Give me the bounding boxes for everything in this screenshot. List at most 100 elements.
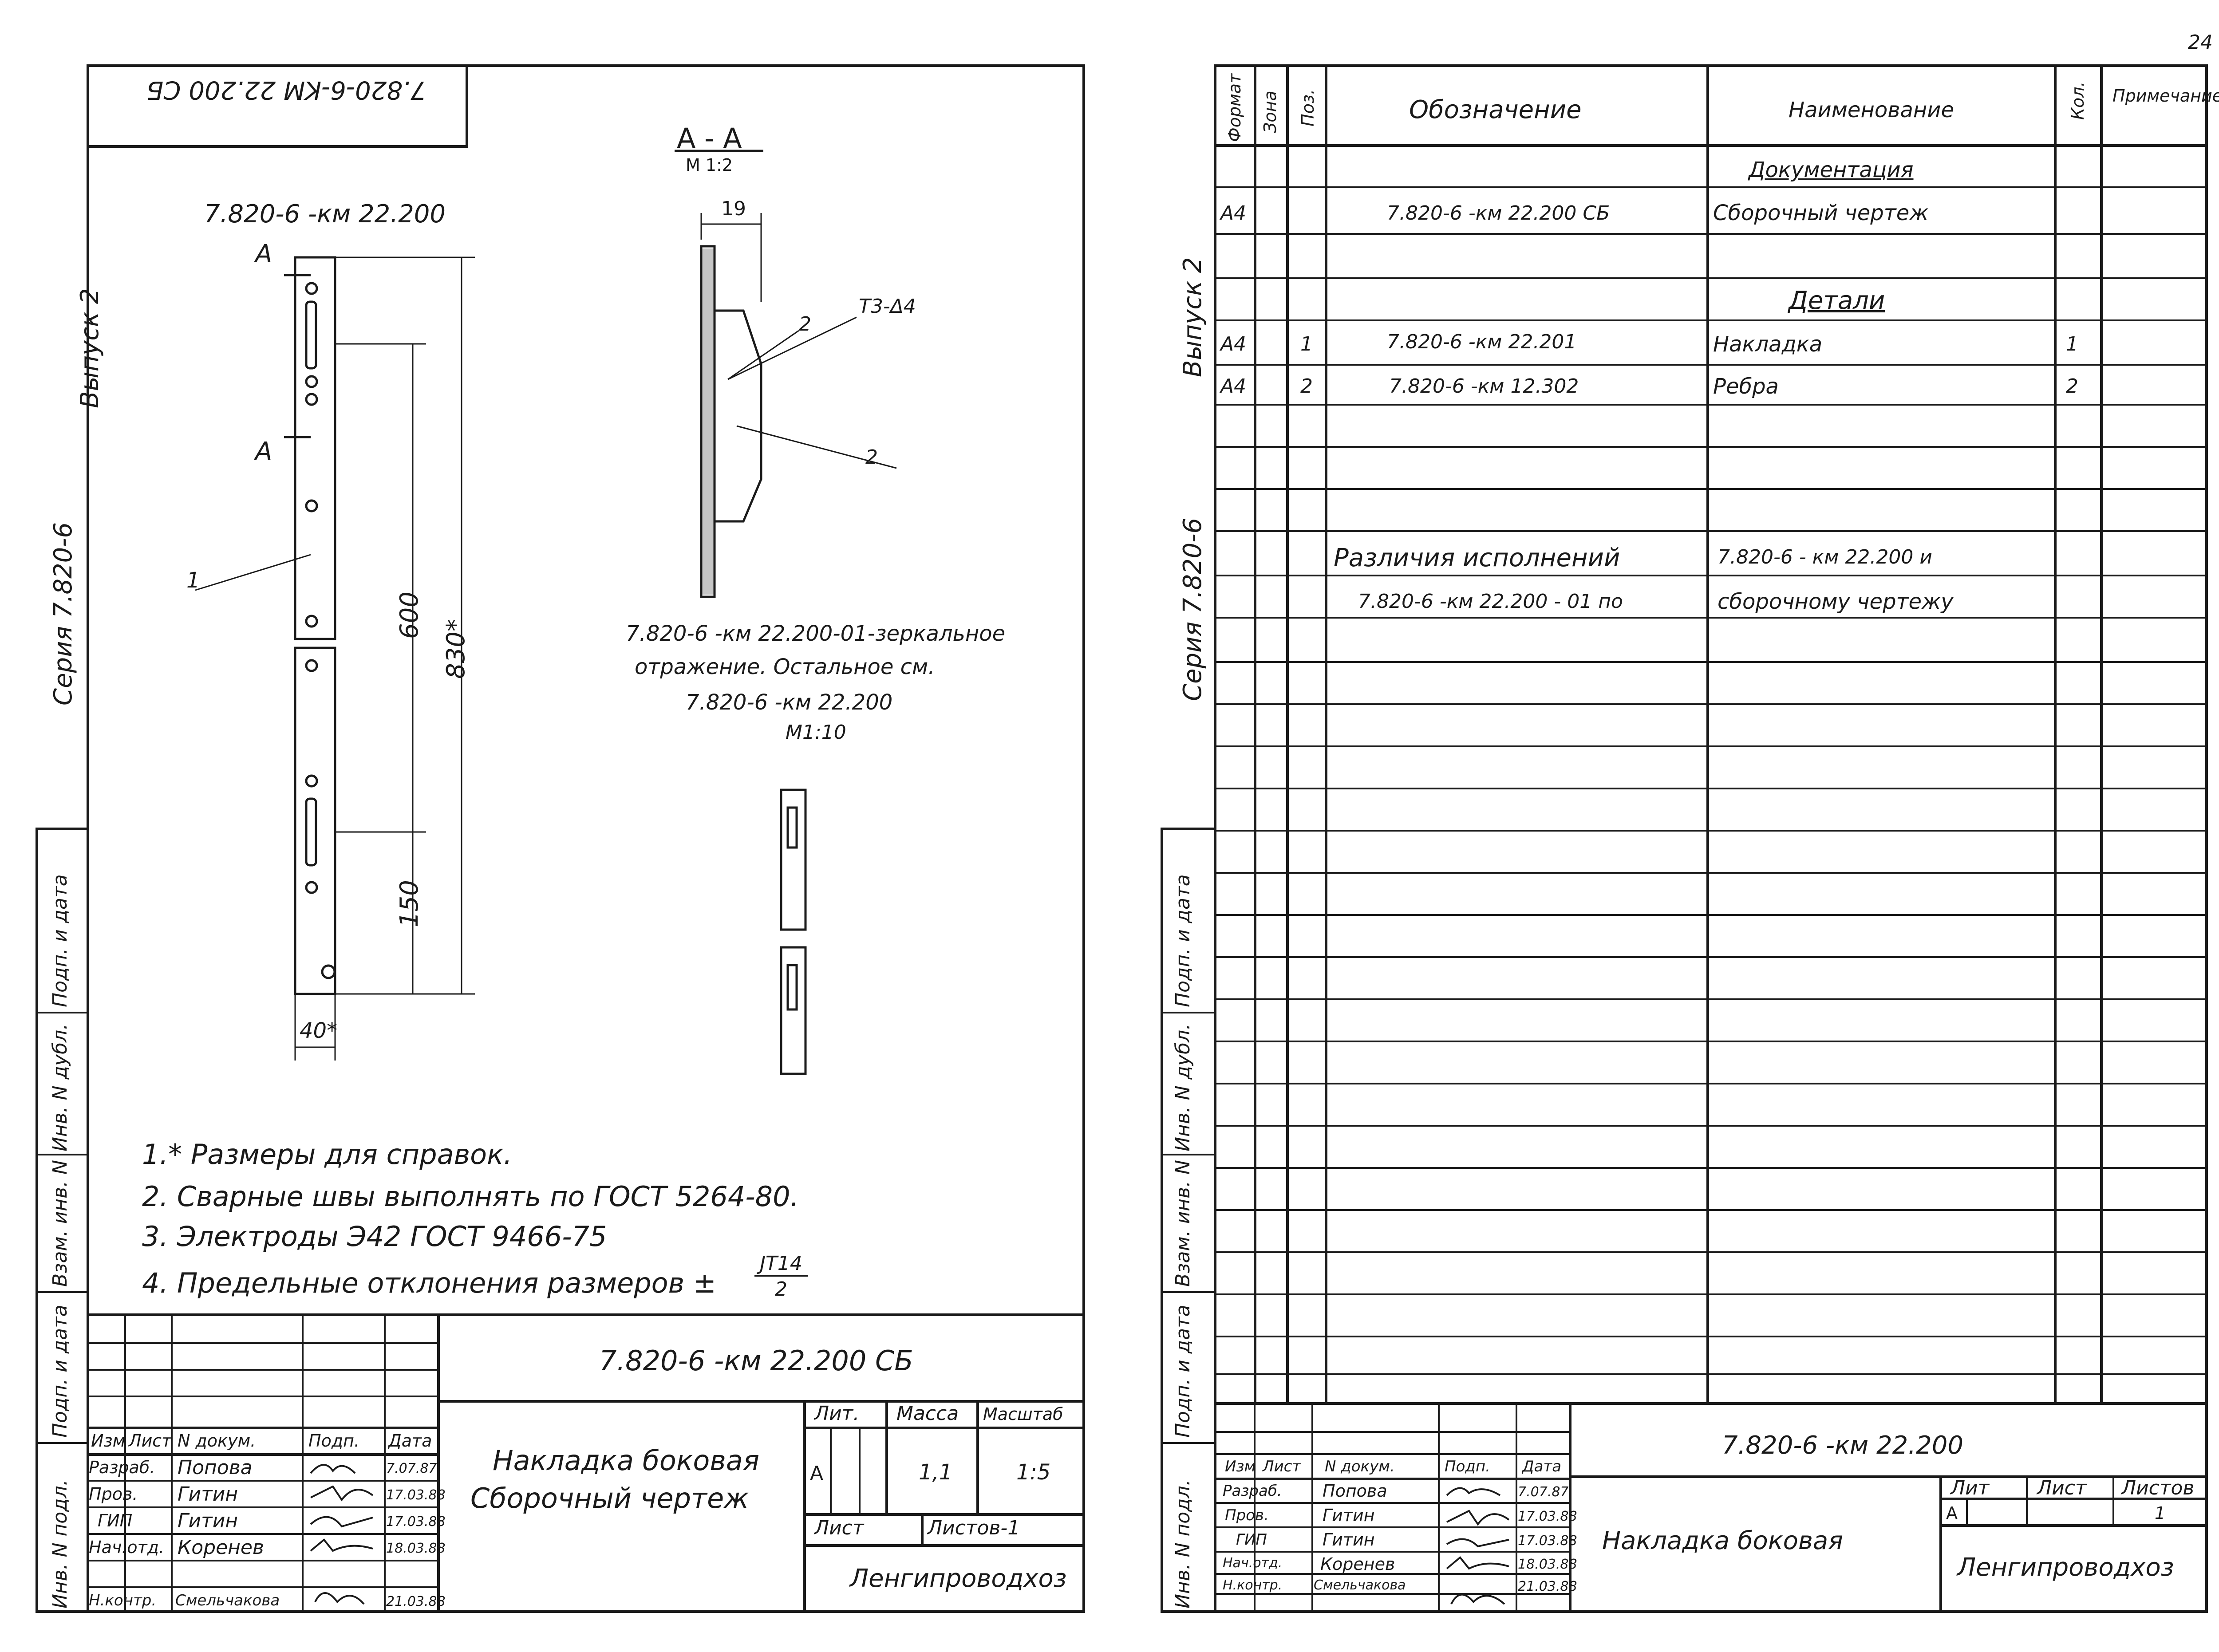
divider — [1214, 364, 2208, 366]
divider — [1214, 703, 2208, 705]
divider — [1569, 1402, 1571, 1613]
signatures — [310, 1464, 374, 1605]
cut-mark-a-bottom: А — [255, 437, 272, 466]
row-qty: 2 — [2066, 375, 2078, 398]
header-designation: Обозначение — [1409, 95, 1582, 124]
tb-role: ГИП — [98, 1511, 133, 1530]
divider — [1214, 1209, 2208, 1211]
header-note: Примечание — [2112, 86, 2219, 106]
divider — [1216, 1526, 1569, 1528]
rtb-role: Н.контр. — [1223, 1577, 1283, 1593]
rtb-header-izm: Изм — [1225, 1458, 1256, 1475]
rtb-date: 17.03.88 — [1518, 1533, 1577, 1549]
tb-role: Пров. — [89, 1484, 138, 1504]
tb-lit: А — [810, 1462, 824, 1485]
divider — [1214, 530, 2208, 532]
header-format: Формат — [1225, 73, 1244, 142]
divider — [1286, 64, 1289, 1404]
note-2: 2. Сварные швы выполнять по ГОСТ 5264-80… — [142, 1180, 799, 1213]
right-issue-label: Выпуск 2 — [1178, 257, 1207, 377]
page-number: 24 — [2188, 31, 2213, 54]
row-name: Сборочный чертеж — [1713, 201, 1929, 225]
small-slot — [786, 806, 798, 849]
diff-left-2: 7.820-6 -км 22.200 - 01 по — [1358, 590, 1623, 613]
hole — [305, 393, 318, 406]
divider — [87, 1560, 437, 1561]
divider — [1216, 1478, 1569, 1480]
rtb-date: 21.03.88 — [1518, 1579, 1577, 1594]
header-qty: Кол. — [2068, 81, 2088, 120]
divider — [921, 1513, 924, 1544]
divider — [1569, 1475, 2208, 1478]
tb-date: 17.03.88 — [386, 1514, 446, 1530]
right-sheet-frame — [1214, 64, 2208, 1613]
divider — [1254, 1402, 1256, 1613]
divider — [1516, 1402, 1517, 1613]
rtb-header-date: Дата — [1522, 1458, 1562, 1475]
rtb-date: 17.03.88 — [1518, 1509, 1577, 1524]
divider — [1216, 1502, 1569, 1504]
divider — [87, 1586, 437, 1588]
divider — [1214, 1336, 2208, 1337]
divider — [87, 1533, 437, 1535]
divider — [1438, 1402, 1440, 1613]
rtb-name: Коренев — [1320, 1554, 1395, 1574]
rtb-header-sign: Подп. — [1445, 1458, 1490, 1475]
dim-830: 830* — [442, 619, 470, 679]
divider — [976, 1400, 979, 1513]
divider — [1325, 64, 1327, 1404]
tb-org: Ленгипроводхоз — [850, 1564, 1067, 1593]
small-view-lower — [780, 946, 807, 1075]
mirror-note-4: М1:10 — [786, 721, 846, 744]
divider — [1214, 186, 2208, 188]
divider — [1214, 1293, 2208, 1295]
header-zone: Зона — [1260, 91, 1280, 133]
stamp-box — [87, 64, 468, 148]
divider — [1214, 788, 2208, 789]
divider — [2100, 64, 2103, 1404]
divider — [87, 1427, 437, 1429]
divider — [1161, 1291, 1216, 1293]
rtb-name: Гитин — [1323, 1530, 1375, 1549]
small-view-upper — [780, 789, 807, 931]
tb-role: Разраб. — [89, 1458, 155, 1477]
row-format: А4 — [1220, 375, 1247, 398]
divider — [803, 1400, 806, 1613]
divider — [384, 1313, 386, 1613]
section-plate — [700, 245, 716, 598]
right-side-cell-5: Подп. и дата — [1172, 874, 1194, 1007]
rtb-name: Попова — [1323, 1481, 1387, 1501]
note-3: 3. Электроды Э42 ГОСТ 9466-75 — [142, 1220, 607, 1253]
row-pos: 2 — [1300, 375, 1313, 398]
signatures — [1446, 1487, 1510, 1605]
right-side-cell-4: Инв. N дубл. — [1172, 1023, 1194, 1151]
tb-name: Гитин — [178, 1510, 238, 1532]
section-scale: М 1:2 — [686, 155, 733, 175]
section-label: А - А — [677, 122, 742, 154]
dim-150: 150 — [395, 880, 424, 927]
tb-sheets: Листов-1 — [928, 1517, 1020, 1539]
tb-header-sign: Подп. — [308, 1431, 360, 1451]
divider — [1214, 1251, 2208, 1253]
tb-col-lit: Лит. — [814, 1402, 860, 1425]
divider — [87, 1396, 437, 1397]
tb-code: 7.820-6 -км 22.200 СБ — [599, 1344, 913, 1377]
divider — [1214, 1041, 2208, 1042]
row-name: Накладка — [1713, 332, 1823, 357]
header-pos: Поз. — [1298, 89, 1318, 126]
tb-header-doc: N докум. — [178, 1431, 256, 1451]
mirror-note-3: 7.820-6 -км 22.200 — [686, 690, 893, 715]
divider — [1939, 1498, 2208, 1500]
tb-date: 21.03.88 — [386, 1594, 446, 1609]
mirror-note-2: отражение. Остальное см. — [635, 654, 935, 679]
rtb-date: 18.03.88 — [1518, 1557, 1577, 1572]
divider — [1214, 575, 2208, 576]
divider — [87, 1369, 437, 1371]
hole — [321, 964, 336, 979]
divider — [830, 1427, 832, 1513]
divider — [803, 1427, 1085, 1429]
divider — [1214, 617, 2208, 619]
divider — [124, 1313, 126, 1613]
rtb-date: 7.07.87 — [1518, 1484, 1569, 1500]
row-designation: 7.820-6 -км 22.200 СБ — [1387, 202, 1610, 225]
